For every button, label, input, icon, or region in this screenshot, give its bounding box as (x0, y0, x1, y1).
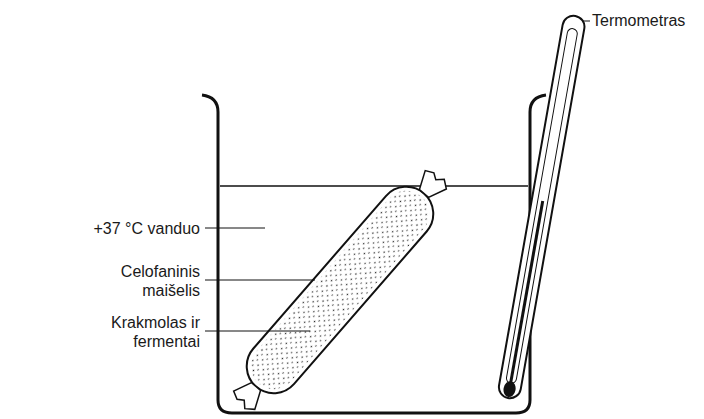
thermometer (497, 14, 586, 400)
water-surface (220, 185, 528, 187)
leader-line (205, 228, 265, 229)
part-label: Krakmolas ir fermentai (100, 313, 200, 351)
leader-line (582, 21, 590, 22)
beaker (202, 95, 546, 413)
leader-line (205, 331, 310, 332)
cellophane-bag (220, 158, 460, 419)
part-label: Celofaninis maišelis (100, 262, 200, 300)
leader-line (205, 280, 315, 281)
part-label: +37 °C vanduo (60, 219, 200, 238)
part-label: Termometras (592, 11, 700, 30)
